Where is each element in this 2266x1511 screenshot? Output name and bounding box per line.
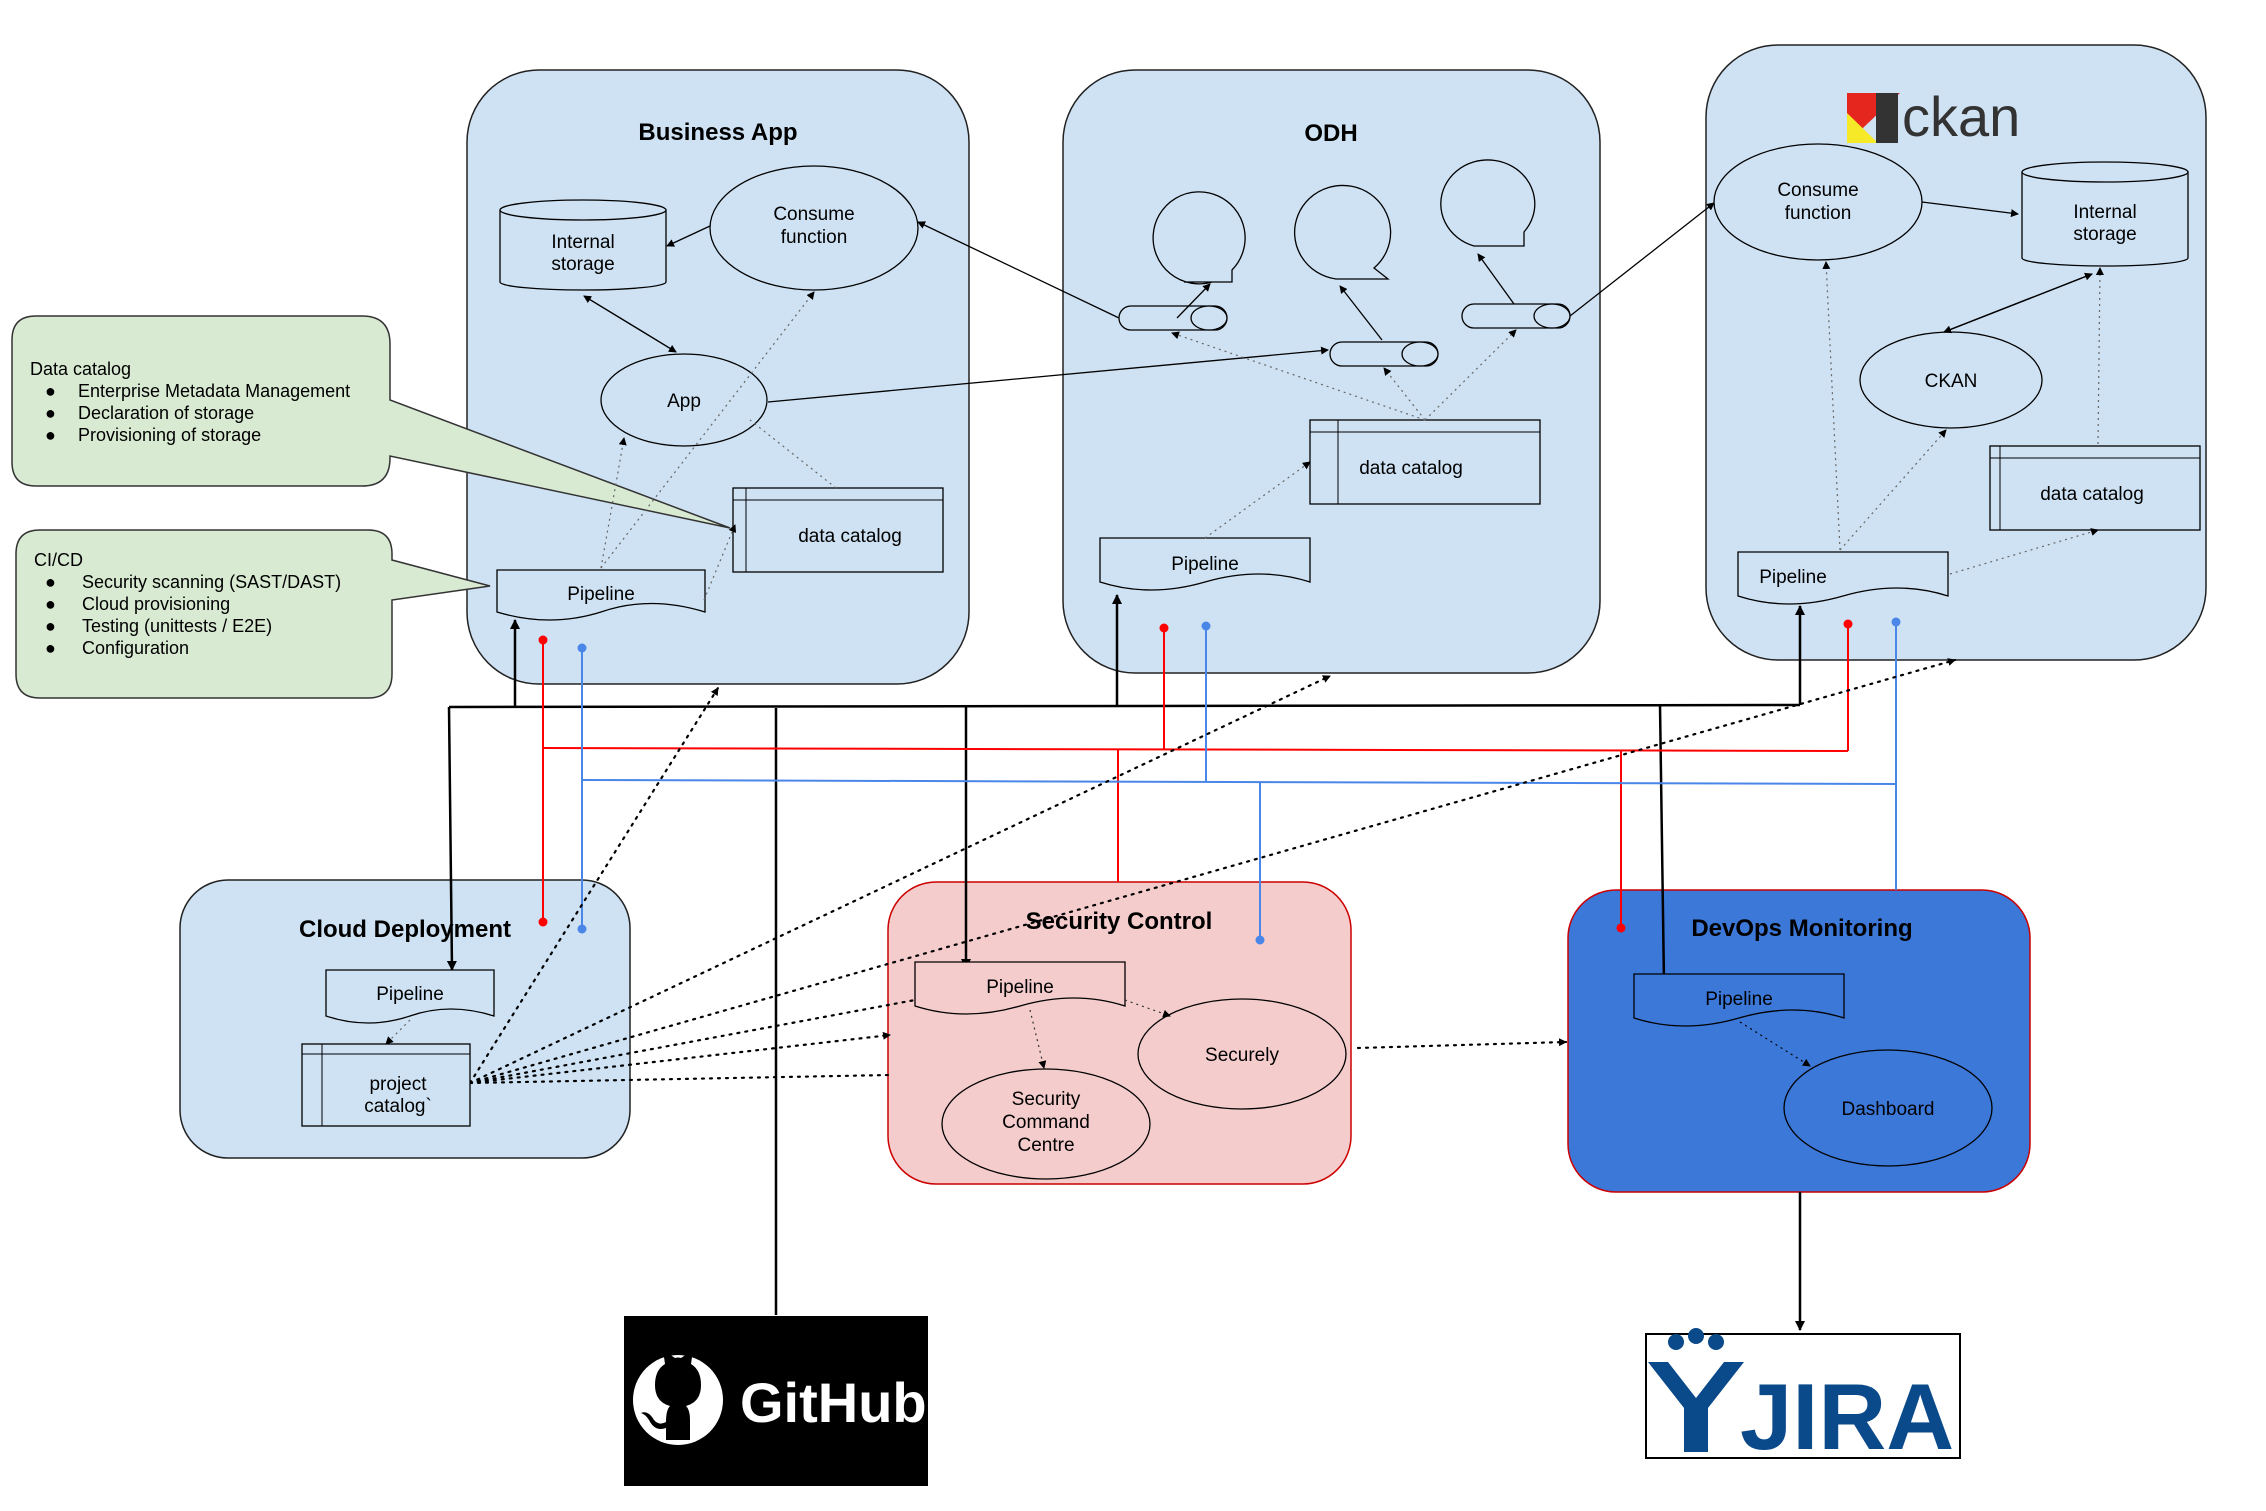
odh-dotted-edges bbox=[1171, 329, 1517, 539]
business-app-title: Business App bbox=[638, 119, 797, 146]
bullet-dot: ● bbox=[45, 616, 56, 636]
node-label: Consume bbox=[1777, 180, 1858, 201]
security-control-securely: Securely bbox=[1137, 998, 1347, 1110]
devops-monitoring-edge bbox=[1739, 1021, 1811, 1067]
business-app-consume-function: Consume function bbox=[709, 165, 919, 291]
node-label: data catalog bbox=[2040, 484, 2144, 505]
callout-item: Security scanning (SAST/DAST) bbox=[82, 572, 341, 592]
node-label: Centre bbox=[1017, 1135, 1074, 1156]
node-label: Pipeline bbox=[1705, 989, 1773, 1010]
node-label: Securely bbox=[1205, 1045, 1279, 1066]
cloud-deployment-group bbox=[179, 879, 631, 1159]
red-security-links bbox=[542, 624, 1849, 928]
devops-monitoring-title: DevOps Monitoring bbox=[1691, 915, 1912, 942]
data-catalog-callout: Data catalog ● Enterprise Metadata Manag… bbox=[11, 315, 731, 529]
node-label: Pipeline bbox=[567, 584, 635, 605]
ckan-ckan-node: CKAN bbox=[1859, 331, 2043, 429]
odh-queue-1 bbox=[1118, 305, 1228, 331]
node-label: function bbox=[1785, 203, 1852, 224]
odh-edges bbox=[767, 202, 1715, 403]
devops-monitoring-dashboard: Dashboard bbox=[1783, 1049, 1993, 1167]
ckan-logo: ckan bbox=[1847, 85, 2020, 148]
callout-item: Testing (unittests / E2E) bbox=[82, 616, 272, 636]
red-dot-markers bbox=[538, 619, 1853, 933]
odh-data-catalog: data catalog bbox=[1309, 419, 1541, 505]
node-label: Pipeline bbox=[1171, 554, 1239, 575]
ckan-pipeline: Pipeline bbox=[1737, 551, 1949, 605]
business-app-pipeline: Pipeline bbox=[496, 569, 706, 621]
business-app-app: App bbox=[600, 353, 768, 447]
node-label: Dashboard bbox=[1842, 1099, 1935, 1120]
node-label: Command bbox=[1002, 1112, 1090, 1133]
node-label: storage bbox=[551, 254, 614, 275]
odh-title: ODH bbox=[1304, 120, 1357, 147]
bullet-dot: ● bbox=[45, 594, 56, 614]
bullet-dot: ● bbox=[45, 425, 56, 445]
odh-queue-3 bbox=[1461, 303, 1571, 329]
security-control-title: Security Control bbox=[1026, 908, 1213, 935]
ckan-consume-function: Consume function bbox=[1713, 143, 1923, 261]
jira-logo: JIRA bbox=[1645, 1328, 1961, 1469]
ckan-logo-text: ckan bbox=[1902, 85, 2020, 148]
callout-item: Enterprise Metadata Management bbox=[78, 381, 350, 401]
odh-topic-3 bbox=[1440, 159, 1536, 247]
bullet-dot: ● bbox=[45, 638, 56, 658]
business-app-data-catalog: data catalog bbox=[732, 487, 944, 573]
pipeline-bus bbox=[446, 594, 1805, 1331]
devops-monitoring-pipeline: Pipeline bbox=[1633, 973, 1845, 1027]
business-app-dotted-edges bbox=[600, 291, 837, 601]
blue-monitoring-links bbox=[581, 622, 1897, 940]
odh-queue-2 bbox=[1329, 341, 1439, 367]
jira-figure-icon bbox=[1648, 1328, 1744, 1452]
provisioning-dotted-links bbox=[468, 658, 1957, 1085]
bullet-dot: ● bbox=[45, 403, 56, 423]
bullet-dot: ● bbox=[45, 572, 56, 592]
callout-item: Cloud provisioning bbox=[82, 594, 230, 614]
security-control-pipeline: Pipeline bbox=[914, 961, 1126, 1015]
security-control-command-centre: Security Command Centre bbox=[941, 1068, 1151, 1180]
node-label: Security bbox=[1012, 1089, 1081, 1110]
callout-item: Declaration of storage bbox=[78, 403, 254, 423]
node-label: project bbox=[369, 1074, 427, 1095]
github-logo-text: GitHub bbox=[740, 1371, 927, 1434]
cloud-deployment-pipeline: Pipeline bbox=[325, 969, 495, 1024]
ckan-dotted-edges bbox=[1822, 261, 2104, 575]
ckan-internal-storage: Internal storage bbox=[2021, 161, 2189, 267]
security-control-edges bbox=[1029, 999, 1171, 1069]
node-label: App bbox=[667, 391, 701, 412]
business-app-internal-storage: Internal storage bbox=[499, 199, 667, 291]
node-label: Consume bbox=[773, 204, 854, 225]
odh-pipeline: Pipeline bbox=[1099, 537, 1311, 591]
node-label: Pipeline bbox=[376, 984, 444, 1005]
node-label: Pipeline bbox=[1759, 567, 1827, 588]
node-label: catalog` bbox=[364, 1096, 432, 1117]
cicd-callout-heading: CI/CD bbox=[34, 550, 83, 570]
node-label: Internal bbox=[551, 232, 614, 253]
node-label: CKAN bbox=[1925, 371, 1978, 392]
callout-item: Configuration bbox=[82, 638, 189, 658]
bullet-dot: ● bbox=[45, 381, 56, 401]
ckan-edges bbox=[1921, 201, 2093, 334]
github-logo: GitHub bbox=[624, 1316, 928, 1486]
jira-logo-text: JIRA bbox=[1740, 1364, 1954, 1469]
business-app-edges bbox=[583, 225, 711, 353]
blue-dot-markers bbox=[577, 617, 1901, 945]
odh-topic-2 bbox=[1293, 184, 1392, 280]
cicd-callout: CI/CD ● Security scanning (SAST/DAST) ● … bbox=[15, 529, 491, 699]
ckan-data-catalog: data catalog bbox=[1989, 445, 2201, 531]
cloud-deployment-title: Cloud Deployment bbox=[299, 916, 511, 943]
odh-topic-1 bbox=[1152, 191, 1246, 285]
data-catalog-callout-heading: Data catalog bbox=[30, 359, 131, 379]
node-label: function bbox=[781, 227, 848, 248]
callout-item: Provisioning of storage bbox=[78, 425, 261, 445]
node-label: data catalog bbox=[798, 526, 902, 547]
node-label: data catalog bbox=[1359, 458, 1463, 479]
cloud-deployment-project-catalog: project catalog` bbox=[301, 1043, 471, 1127]
node-label: Internal bbox=[2073, 202, 2136, 223]
node-label: storage bbox=[2073, 224, 2136, 245]
node-label: Pipeline bbox=[986, 977, 1054, 998]
